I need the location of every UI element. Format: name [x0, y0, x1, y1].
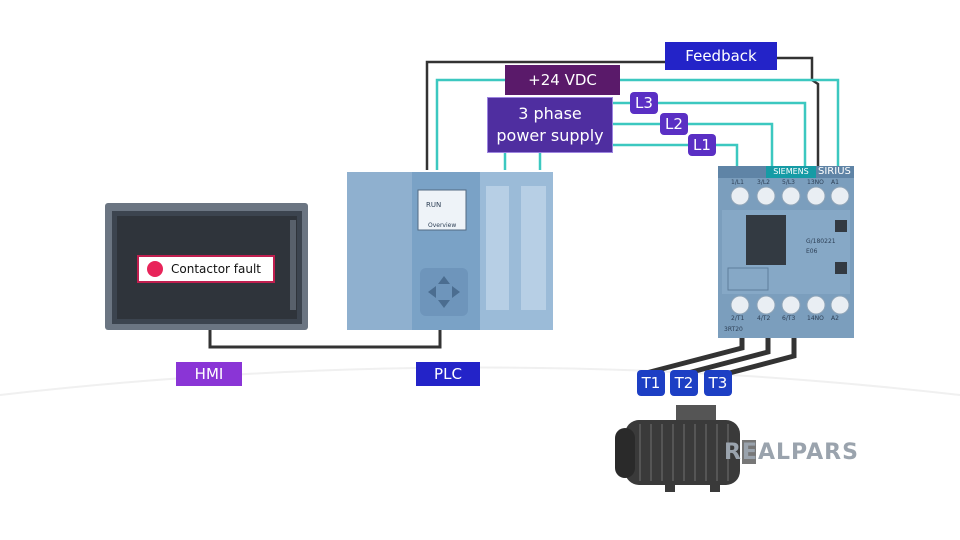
- alarm-indicator-icon: [147, 261, 163, 277]
- background-arc: [0, 366, 960, 396]
- contactor-series: SIRIUS: [818, 166, 851, 177]
- contactor-bottom-screws: [730, 295, 850, 315]
- terminal-label: A1: [831, 179, 839, 186]
- contactor-rev: E06: [806, 248, 818, 255]
- feedback-label: Feedback: [665, 42, 777, 70]
- plc-label: PLC: [416, 362, 480, 386]
- hmi-label: HMI: [176, 362, 242, 386]
- alarm-text: Contactor fault: [171, 262, 261, 276]
- hmi-plc-wire: [208, 330, 442, 349]
- vdc-wire: [620, 78, 840, 168]
- plc-device: [347, 172, 553, 330]
- terminal-screw: [806, 186, 826, 206]
- terminal-label: 4/T2: [757, 315, 771, 322]
- terminal-screw: [830, 295, 850, 315]
- t1-label: T1: [637, 370, 665, 396]
- terminal-label: 3/L2: [757, 179, 770, 186]
- terminal-screw: [730, 295, 750, 315]
- terminal-label: 14NO: [807, 315, 824, 322]
- terminal-screw: [730, 186, 750, 206]
- l3-wire: [613, 101, 807, 168]
- plc-run-text: RUN: [426, 201, 442, 209]
- contactor-brand: SIEMENS: [773, 167, 809, 176]
- alarm-panel: Contactor fault: [137, 255, 275, 283]
- motor-fins: [639, 424, 729, 481]
- l1-wire: [613, 143, 739, 168]
- feedback-return-wire: [435, 78, 505, 170]
- l2-label: L2: [660, 113, 688, 135]
- feedback-wire-right: [777, 56, 820, 168]
- t2-label: T2: [670, 370, 698, 396]
- contactor-top-screws: [730, 186, 850, 206]
- feedback-wire: [425, 60, 665, 170]
- power-supply-label: 3 phase power supply: [487, 97, 613, 153]
- power-supply-line2: power supply: [496, 126, 604, 145]
- contactor-model: 3RT20: [724, 326, 743, 333]
- t3-label: T3: [704, 370, 732, 396]
- terminal-screw: [781, 295, 801, 315]
- l3-label: L3: [630, 92, 658, 114]
- power-supply-line1: 3 phase: [518, 104, 582, 123]
- contactor-code: G/180221: [806, 238, 836, 245]
- plc-overview-text: Overview: [428, 222, 457, 229]
- terminal-screw: [781, 186, 801, 206]
- terminal-label: 5/L3: [782, 179, 795, 186]
- terminal-label: A2: [831, 315, 839, 322]
- terminal-screw: [830, 186, 850, 206]
- motor: [615, 405, 756, 492]
- terminal-label: 13NO: [807, 179, 824, 186]
- terminal-screw: [806, 295, 826, 315]
- terminal-label: 1/L1: [731, 179, 744, 186]
- l1-label: L1: [688, 134, 716, 156]
- watermark-logo: REALPARS: [724, 440, 859, 465]
- terminal-label: 6/T3: [782, 315, 796, 322]
- terminal-label: 2/T1: [731, 315, 745, 322]
- terminal-screw: [756, 186, 776, 206]
- terminal-screw: [756, 295, 776, 315]
- vdc-label: +24 VDC: [505, 65, 620, 95]
